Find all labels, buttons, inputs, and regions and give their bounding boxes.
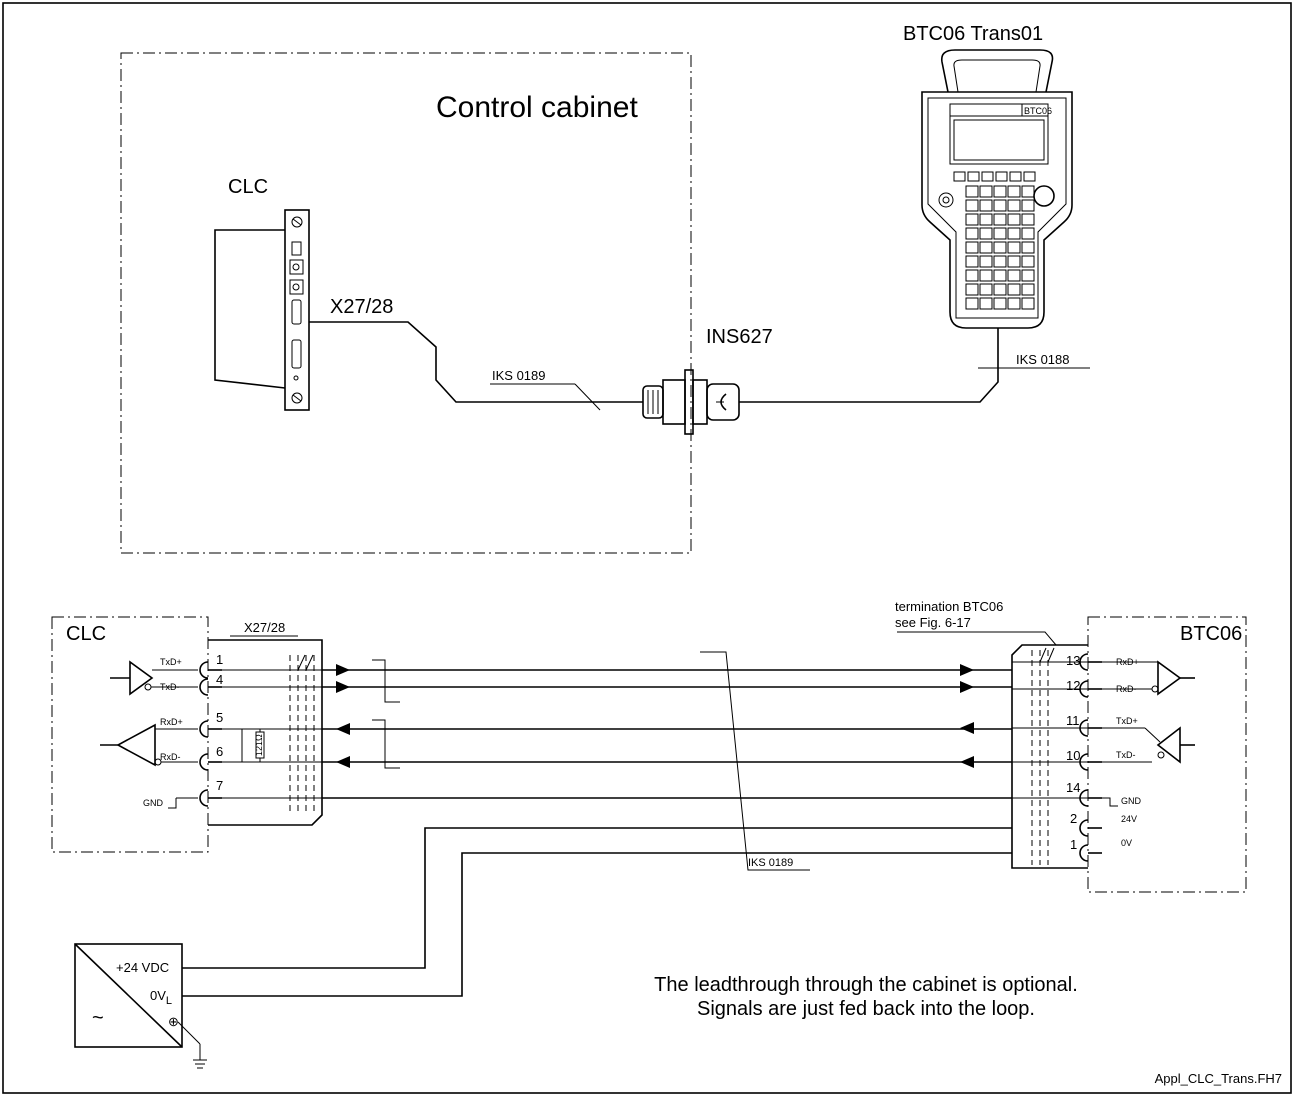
- cable-iks0189-upper: [309, 321, 643, 403]
- right-pin-num: 11: [1066, 713, 1080, 728]
- right-pin-signal: GND: [1121, 796, 1142, 806]
- left-pin-num: 6: [216, 744, 223, 759]
- btc06-boundary-lower: [1087, 616, 1247, 893]
- left-connector-wiring: 121Ω: [222, 654, 322, 815]
- btc06-transmit-driver: [1100, 726, 1195, 764]
- left-pin-signal: TxD+: [160, 657, 182, 667]
- left-pin-num: 4: [216, 672, 223, 687]
- right-pin-14: 14 GND: [1066, 780, 1142, 807]
- right-pin-signal: 24V: [1121, 814, 1137, 824]
- cable-label-lower: IKS 0189: [748, 857, 793, 869]
- right-pin-num: 1: [1070, 837, 1077, 852]
- left-pin-num: 1: [216, 652, 223, 667]
- left-pin-signal: RxD+: [160, 717, 183, 727]
- right-pin-10: 10 TxD-: [1066, 748, 1136, 771]
- right-pin-num: 14: [1066, 780, 1080, 795]
- psu-plus-label: +24 VDC: [116, 960, 169, 975]
- ins627-label: INS627: [706, 326, 773, 348]
- right-pin-num: 12: [1066, 678, 1080, 693]
- port-label-upper: X27/28: [330, 296, 393, 318]
- right-pin-12: 12 RxD-: [1066, 678, 1137, 698]
- resistor-label: 121Ω: [254, 734, 264, 756]
- right-pin-signal: RxD-: [1116, 684, 1137, 694]
- control-cabinet-boundary: [120, 52, 692, 554]
- right-connector-wiring: [1012, 647, 1088, 865]
- left-pin-signal: GND: [143, 798, 164, 808]
- btc06-label-lower: BTC06: [1180, 623, 1242, 645]
- termination-line1: termination BTC06: [895, 599, 1003, 614]
- left-pin-4: 4 TxD-: [160, 672, 223, 696]
- right-pin-1: 1 0V: [1070, 837, 1132, 862]
- cable-label-right: IKS 0188: [1016, 352, 1070, 367]
- lower-schematic: CLC X27/28 BTC06: [51, 599, 1247, 1069]
- note-line-1: The leadthrough through the cabinet is o…: [654, 974, 1078, 996]
- clc-connector-body: [208, 639, 323, 826]
- left-pin-signal: RxD-: [160, 752, 181, 762]
- signal-wires: [182, 659, 1012, 997]
- clc-label-upper: CLC: [228, 176, 268, 198]
- left-pin-7: 7 GND: [143, 778, 223, 808]
- right-pin-num: 13: [1066, 653, 1080, 668]
- right-pin-num: 10: [1066, 748, 1080, 763]
- cable-iks0188-upper: [739, 328, 999, 403]
- left-pin-num: 5: [216, 710, 223, 725]
- filename-label: Appl_CLC_Trans.FH7: [1155, 1071, 1282, 1086]
- cable-label-left: IKS 0189: [492, 368, 546, 383]
- clc-label-lower: CLC: [66, 623, 106, 645]
- psu-pe-symbol: ⊕: [168, 1014, 179, 1029]
- upper-overview: Control cabinet CLC X27/28 IKS 0189: [120, 23, 1090, 554]
- handheld-face-text: BTC06: [1024, 106, 1052, 116]
- clc-card: [214, 209, 310, 411]
- right-pin-signal: TxD-: [1116, 750, 1136, 760]
- btc06-handheld: BTC06 Trans01 BTC06: [903, 23, 1073, 329]
- note-line-2: Signals are just fed back into the loop.: [697, 998, 1035, 1020]
- psu-zero-label: 0VL: [150, 988, 172, 1007]
- left-pin-signal: TxD-: [160, 682, 180, 692]
- handheld-label: BTC06 Trans01: [903, 23, 1043, 45]
- termination-line2: see Fig. 6-17: [895, 615, 971, 630]
- right-pin-num: 2: [1070, 811, 1077, 826]
- btc06-connector-body: [1011, 644, 1088, 869]
- psu-ac-symbol: ~: [92, 1007, 104, 1029]
- connector-label-lower: X27/28: [244, 620, 285, 635]
- clc-transmit-driver: [110, 660, 198, 696]
- cabinet-label: Control cabinet: [436, 91, 638, 124]
- right-pin-signal: TxD+: [1116, 716, 1138, 726]
- right-pin-signal: 0V: [1121, 838, 1132, 848]
- power-supply: +24 VDC 0VL ~ ⊕: [74, 943, 207, 1069]
- right-pin-11: 11 TxD+: [1066, 713, 1138, 737]
- left-pin-6: 6 RxD-: [160, 744, 223, 771]
- left-pin-1: 1 TxD+: [160, 652, 223, 679]
- clc-receive-driver: [100, 723, 198, 767]
- btc06-receive-driver: [1100, 660, 1195, 696]
- clc-boundary-lower: [51, 616, 209, 853]
- left-pin-num: 7: [216, 778, 223, 793]
- right-pin-signal: RxD+: [1116, 657, 1139, 667]
- right-pin-2: 2 24V: [1070, 811, 1137, 837]
- left-pin-5: 5 RxD+: [160, 710, 223, 738]
